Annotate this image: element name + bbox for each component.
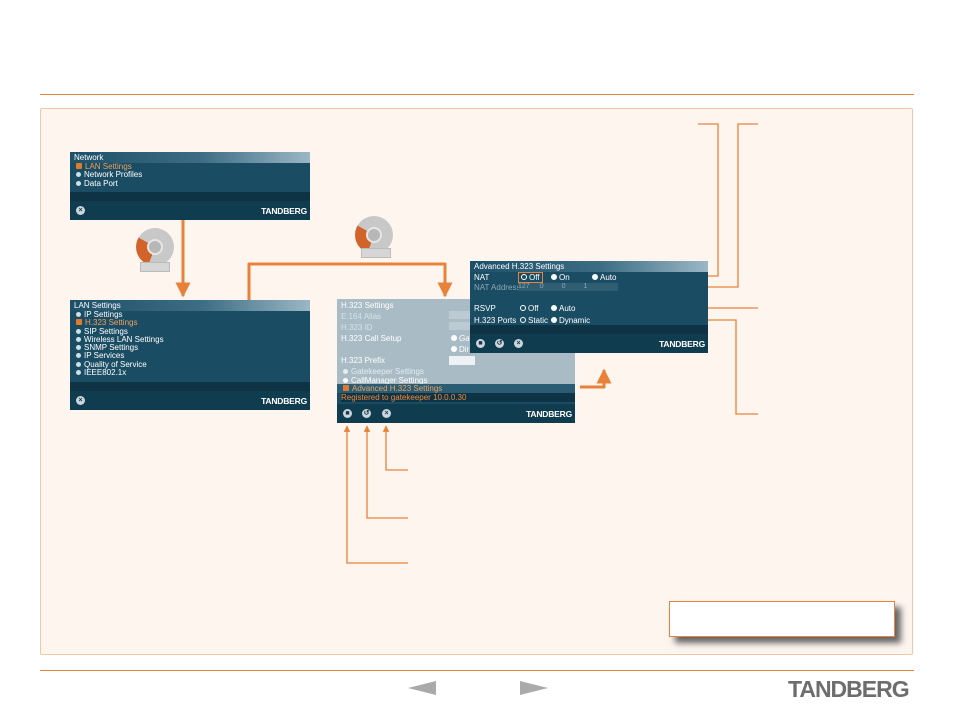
exit-icon[interactable]: × (76, 206, 85, 215)
h323-id-label: H.323 ID (341, 323, 373, 332)
bullet-icon (76, 163, 82, 169)
menu-item-lan-settings[interactable]: LAN Settings (70, 162, 310, 171)
save-icon[interactable]: ■ (343, 409, 352, 418)
bullet-icon (343, 385, 349, 391)
remote-control-base (361, 248, 391, 258)
radio-icon (551, 274, 557, 280)
menu-item-network-profiles[interactable]: Network Profiles (70, 171, 310, 179)
rsvp-option-auto[interactable]: Auto (551, 304, 575, 313)
h323-prefix-field[interactable] (449, 356, 475, 365)
menu-item-data-port[interactable]: Data Port (70, 179, 310, 188)
arrow-right-icon[interactable] (520, 681, 548, 695)
bullet-icon (76, 319, 82, 326)
menu-item-ip-settings[interactable]: IP Settings (70, 310, 310, 319)
rsvp-option-off[interactable]: Off (520, 304, 539, 313)
remote-control-base (140, 262, 170, 272)
h323-settings-title: H.323 Settings (341, 301, 394, 310)
menu-item-snmp-settings[interactable]: SNMP Settings (70, 344, 310, 352)
advanced-h323-screen: Advanced H.323 Settings NAT Off On Auto … (470, 261, 708, 353)
radio-icon (520, 317, 526, 323)
brand-logo: TANDBERG (261, 396, 307, 406)
network-menu-screen: Network LAN Settings Network Profiles Da… (70, 152, 310, 220)
radio-icon (451, 335, 457, 341)
call-setup-label: H.323 Call Setup (341, 334, 402, 343)
bullet-icon (343, 378, 348, 383)
h323-id-field[interactable] (449, 322, 475, 330)
nat-option-auto[interactable]: Auto (592, 273, 616, 282)
menu-item-callmanager-settings[interactable]: CallManager Settings (343, 376, 427, 385)
h323-ports-label: H.323 Ports (474, 316, 517, 325)
bullet-icon (76, 180, 81, 186)
status-strip (70, 192, 310, 201)
advanced-footer: ■ ↺ × TANDBERG (470, 334, 708, 353)
menu-item-advanced-h323[interactable]: Advanced H.323 Settings (337, 384, 575, 393)
nat-option-off[interactable]: Off (518, 272, 543, 283)
bullet-icon (76, 361, 81, 367)
remote-control-icon (355, 216, 393, 254)
brand-logo: TANDBERG (659, 339, 705, 349)
brand-logo: TANDBERG (526, 409, 572, 419)
radio-icon (551, 317, 557, 323)
save-icon[interactable]: ■ (476, 339, 485, 348)
menu-item-sip-settings[interactable]: SIP Settings (70, 327, 310, 336)
bullet-icon (76, 370, 81, 376)
h323-prefix-label: H.323 Prefix (341, 356, 386, 365)
footer-brand-logo: TANDBERG (788, 676, 910, 702)
rsvp-label: RSVP (474, 304, 496, 313)
bullet-icon (76, 328, 81, 334)
bottom-rule (40, 670, 914, 671)
ports-option-static[interactable]: Static (520, 316, 548, 325)
h323-footer: ■ ↺ × TANDBERG (337, 404, 575, 423)
radio-icon (451, 346, 457, 352)
reset-icon[interactable]: ↺ (495, 339, 504, 348)
lan-settings-title: LAN Settings (70, 300, 310, 311)
lan-settings-screen: LAN Settings IP Settings H.323 Settings … (70, 300, 310, 410)
arrow-left-icon[interactable] (408, 681, 436, 695)
menu-item-gatekeeper-settings[interactable]: Gatekeeper Settings (343, 367, 424, 376)
radio-icon (551, 305, 557, 311)
ports-option-dynamic[interactable]: Dynamic (551, 316, 590, 325)
nat-option-on[interactable]: On (551, 273, 570, 282)
exit-icon[interactable]: × (514, 339, 523, 348)
radio-icon (592, 274, 598, 280)
menu-item-wireless-lan[interactable]: Wireless LAN Settings (70, 335, 310, 344)
bullet-icon (76, 336, 81, 342)
status-strip (70, 382, 310, 391)
gatekeeper-status: Registered to gatekeeper 10.0.0.30 (341, 393, 575, 402)
menu-item-quality-of-service[interactable]: Quality of Service (70, 360, 310, 369)
network-footer: × TANDBERG (70, 201, 310, 220)
network-menu-title: Network (70, 152, 310, 163)
menu-item-ip-services[interactable]: IP Services (70, 352, 310, 360)
note-box (669, 601, 895, 637)
menu-item-h323-settings[interactable]: H.323 Settings (70, 319, 310, 327)
nat-address-label: NAT Address (474, 283, 521, 292)
advanced-h323-title: Advanced H.323 Settings (470, 261, 708, 272)
e164-alias-label: E.164 Alias (341, 312, 382, 321)
call-setup-option-direct[interactable]: Dir (451, 345, 469, 354)
radio-icon (520, 305, 526, 311)
bullet-icon (76, 353, 81, 359)
call-setup-option-gatekeeper[interactable]: Gat (451, 334, 472, 343)
e164-alias-field[interactable] (449, 311, 475, 319)
brand-logo: TANDBERG (261, 206, 307, 216)
bullet-icon (76, 345, 81, 351)
status-strip (470, 325, 708, 334)
bullet-icon (76, 172, 81, 178)
top-rule (40, 94, 914, 95)
nat-label: NAT (474, 273, 490, 282)
lan-footer: × TANDBERG (70, 391, 310, 410)
bullet-icon (343, 369, 348, 374)
radio-icon (521, 274, 527, 280)
remote-control-icon (136, 228, 174, 266)
exit-icon[interactable]: × (76, 396, 85, 405)
menu-item-ieee8021x[interactable]: IEEE802.1x (70, 368, 310, 377)
reset-icon[interactable]: ↺ (362, 409, 371, 418)
exit-icon[interactable]: × (382, 409, 391, 418)
bullet-icon (76, 312, 81, 317)
h323-settings-screen: H.323 Settings E.164 Alias H.323 ID H.32… (337, 299, 575, 423)
